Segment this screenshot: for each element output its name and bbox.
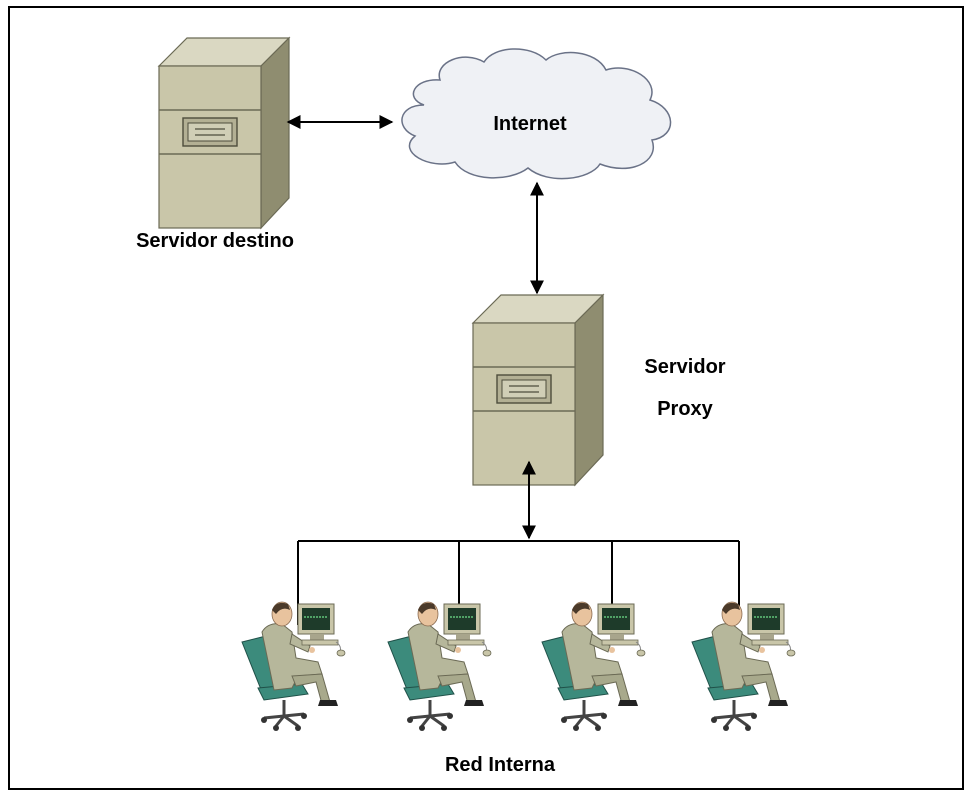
internal-network-label: Red Interna [444,754,556,776]
workstation-1-icon [240,600,347,733]
proxy-server-icon [472,294,604,486]
target-server-label: Servidor destino [136,230,294,252]
internet-cloud-icon [401,48,672,180]
workstation-3-icon [540,600,647,733]
target-server-icon [158,37,290,229]
proxy-server-label-line1: Servidor [644,356,726,378]
proxy-server-label-line2: Proxy [657,398,713,420]
internet-label: Internet [493,113,567,135]
workstation-2-icon [386,600,493,733]
workstation-4-icon [690,600,797,733]
network-bus [297,540,740,625]
